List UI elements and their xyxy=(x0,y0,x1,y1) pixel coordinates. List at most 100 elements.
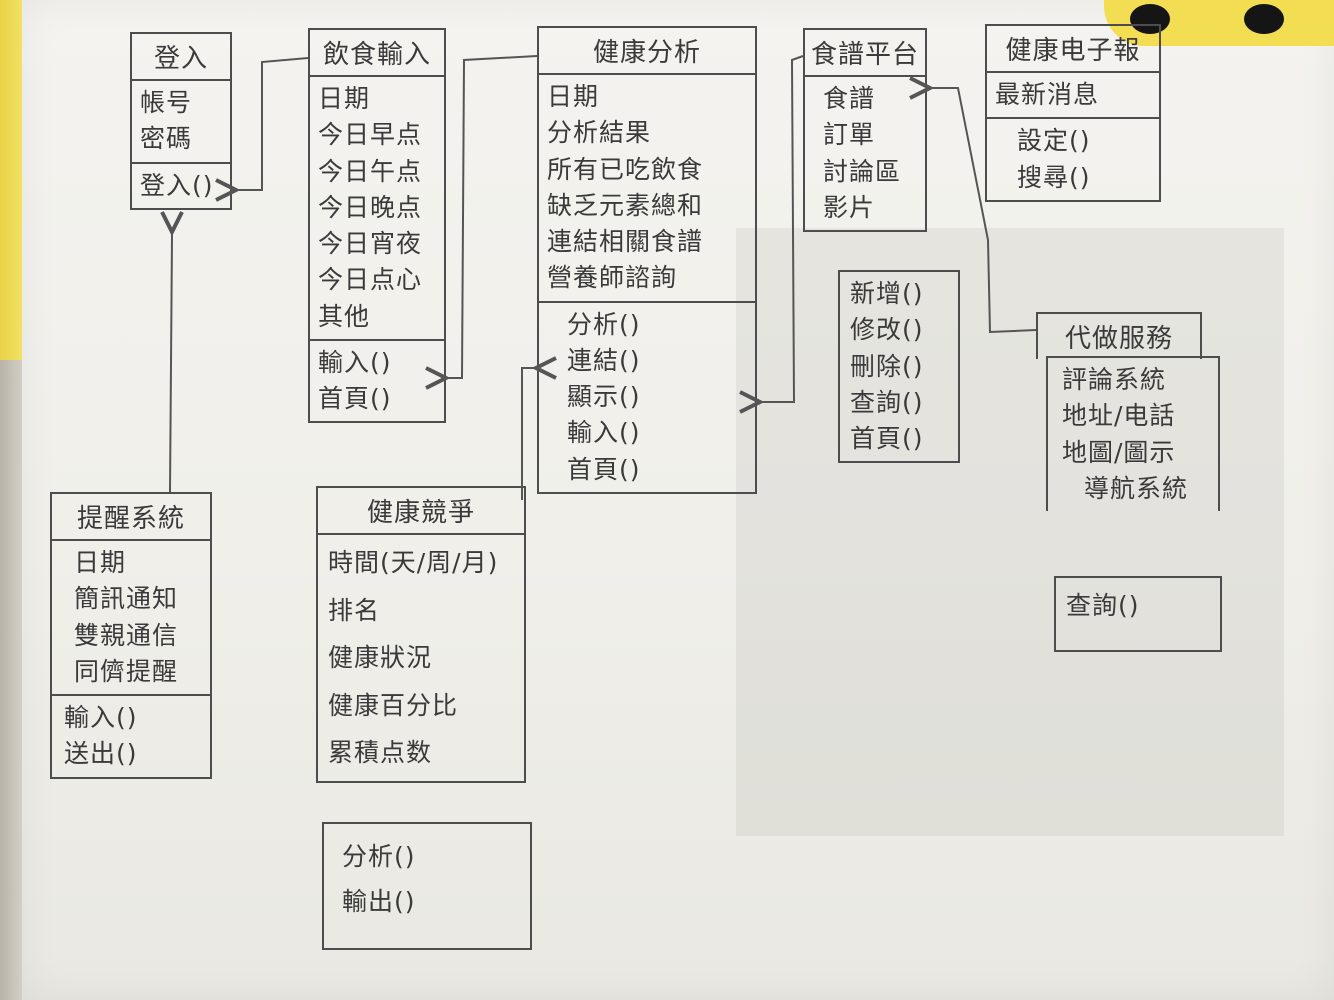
class-recipe-platform-methods: 新增() 修改() 刪除() 查詢() 首頁() xyxy=(838,270,960,464)
method: 分析() xyxy=(342,842,416,871)
class-health-competition: 健康競爭 時間(天/周/月) 排名 健康狀況 健康百分比 累積点数 xyxy=(316,486,526,783)
attributes-section: 時間(天/周/月) 排名 健康狀況 健康百分比 累積点数 xyxy=(318,533,524,781)
corner-sticker xyxy=(1104,0,1334,46)
attribute: 所有已吃飲食 xyxy=(547,154,704,184)
methods-section: 分析() 連結() 顯示() 輸入() 首頁() xyxy=(539,300,755,492)
sticker-eye-right xyxy=(1244,4,1284,34)
attribute: 導航系統 xyxy=(1084,473,1189,503)
arrow-food-input-to-login xyxy=(236,57,309,190)
attribute: 連結相關食譜 xyxy=(547,227,704,256)
sticker-eye-left xyxy=(1130,4,1170,34)
attribute: 訂單 xyxy=(823,120,876,150)
class-login: 登入 帳号 密碼 登入() xyxy=(130,32,232,210)
method: 分析() xyxy=(567,309,641,339)
class-title: 健康競爭 xyxy=(366,498,475,528)
method: 輸出() xyxy=(342,887,416,916)
attribute: 缺乏元素總和 xyxy=(547,190,704,220)
method: 設定() xyxy=(1017,126,1091,156)
class-proxy-service-methods: 查詢() xyxy=(1054,576,1222,652)
class-reminder-system: 提醒系統 日期 簡訊通知 雙親通信 同儕提醒 輸入() 送出() xyxy=(50,492,212,779)
attribute: 今日点心 xyxy=(318,265,423,295)
attributes-section: 日期 分析結果 所有已吃飲食 缺乏元素總和 連結相關食譜 營養師諮詢 xyxy=(539,73,755,301)
arrow-competition-to-analysis xyxy=(521,368,536,500)
class-title: 健康分析 xyxy=(592,38,701,68)
class-health-newsletter: 健康电子報 最新消息 設定() 搜尋() xyxy=(985,24,1161,202)
methods-section: 查詢() xyxy=(1056,578,1220,634)
arrow-recipe-to-analysis xyxy=(760,55,804,402)
attribute: 討論區 xyxy=(823,156,902,186)
attribute: 地圖/圖示 xyxy=(1062,437,1176,467)
class-proxy-service: 代做服務 xyxy=(1036,312,1202,359)
attribute: 日期 xyxy=(318,84,371,113)
method: 搜尋() xyxy=(1017,162,1091,192)
method: 顯示() xyxy=(567,382,641,411)
method: 查詢() xyxy=(850,387,924,417)
paper-sheet xyxy=(22,0,1334,1000)
method: 刪除() xyxy=(850,351,924,381)
method: 新增() xyxy=(850,279,924,308)
method: 首頁() xyxy=(318,384,392,413)
class-food-input: 飲食輸入 日期 今日早点 今日午点 今日晚点 今日宵夜 今日点心 其他 輸入()… xyxy=(308,28,446,424)
method: 修改() xyxy=(850,315,924,345)
attribute: 排名 xyxy=(328,595,381,625)
attribute: 時間(天/周/月) xyxy=(328,548,499,577)
attribute: 日期 xyxy=(74,548,127,577)
attribute: 健康狀況 xyxy=(328,643,433,672)
attribute: 同儕提醒 xyxy=(74,656,179,686)
class-health-competition-methods: 分析() 輸出() xyxy=(322,822,532,950)
arrow-reminder-to-login xyxy=(170,232,172,493)
arrow-analysis-to-food-input xyxy=(446,55,538,378)
method: 登入() xyxy=(140,170,214,200)
attribute: 營養師諮詢 xyxy=(547,263,678,293)
arrow-proxy-to-recipe xyxy=(930,88,1037,334)
methods-section: 設定() 搜尋() xyxy=(987,117,1159,200)
attributes-section: 評論系統 地址/电話 地圖/圖示 導航系統 xyxy=(1048,356,1218,511)
attribute: 健康百分比 xyxy=(328,690,459,720)
class-proxy-service-body: 評論系統 地址/电話 地圖/圖示 導航系統 xyxy=(1046,356,1220,511)
attribute: 地址/电話 xyxy=(1062,401,1176,431)
attribute: 今日早点 xyxy=(318,120,423,150)
attribute: 最新消息 xyxy=(995,80,1100,109)
attribute: 今日晚点 xyxy=(318,192,423,222)
methods-section: 輸入() 首頁() xyxy=(310,338,444,422)
methods-section: 分析() 輸出() xyxy=(324,824,530,934)
attribute: 雙親通信 xyxy=(74,620,179,650)
attributes-section: 帳号 密碼 xyxy=(132,79,230,162)
attribute: 日期 xyxy=(547,82,600,111)
method: 首頁() xyxy=(567,454,641,484)
attribute: 累積点数 xyxy=(328,738,433,767)
class-title: 健康电子報 xyxy=(1005,36,1141,66)
class-recipe-platform: 食譜平台 食譜 訂單 討論區 影片 xyxy=(803,28,927,232)
method: 輸入() xyxy=(318,347,392,377)
attribute: 食譜 xyxy=(823,84,876,113)
attribute: 今日午点 xyxy=(318,156,423,186)
attributes-section: 食譜 訂單 討論區 影片 xyxy=(805,75,925,230)
attribute: 評論系統 xyxy=(1062,365,1167,394)
method: 連結() xyxy=(567,345,641,375)
class-health-analysis: 健康分析 日期 分析結果 所有已吃飲食 缺乏元素總和 連結相關食譜 營養師諮詢 … xyxy=(537,26,757,494)
method: 首頁() xyxy=(850,424,924,453)
methods-section: 新增() 修改() 刪除() 查詢() 首頁() xyxy=(840,270,958,461)
attribute: 其他 xyxy=(318,301,371,331)
class-title: 食譜平台 xyxy=(810,40,919,70)
class-title: 提醒系統 xyxy=(76,504,185,534)
class-title: 飲食輸入 xyxy=(322,40,431,70)
attribute: 密碼 xyxy=(140,124,193,154)
attribute: 影片 xyxy=(823,192,876,222)
attribute: 帳号 xyxy=(140,88,193,117)
method: 查詢() xyxy=(1066,591,1140,620)
method: 輸入() xyxy=(64,703,138,732)
attribute: 簡訊通知 xyxy=(74,584,179,614)
class-title: 登入 xyxy=(153,44,208,74)
desk-edge xyxy=(0,360,26,1000)
attribute: 分析結果 xyxy=(547,118,652,148)
attributes-section: 日期 今日早点 今日午点 今日晚点 今日宵夜 今日点心 其他 xyxy=(310,75,444,339)
attribute: 今日宵夜 xyxy=(318,229,423,258)
attributes-section: 日期 簡訊通知 雙親通信 同儕提醒 xyxy=(52,539,210,694)
method: 輸入() xyxy=(567,418,641,448)
attributes-section: 最新消息 xyxy=(987,71,1159,117)
method: 送出() xyxy=(64,739,138,769)
shadow-region xyxy=(736,228,1284,836)
methods-section: 登入() xyxy=(132,161,230,208)
